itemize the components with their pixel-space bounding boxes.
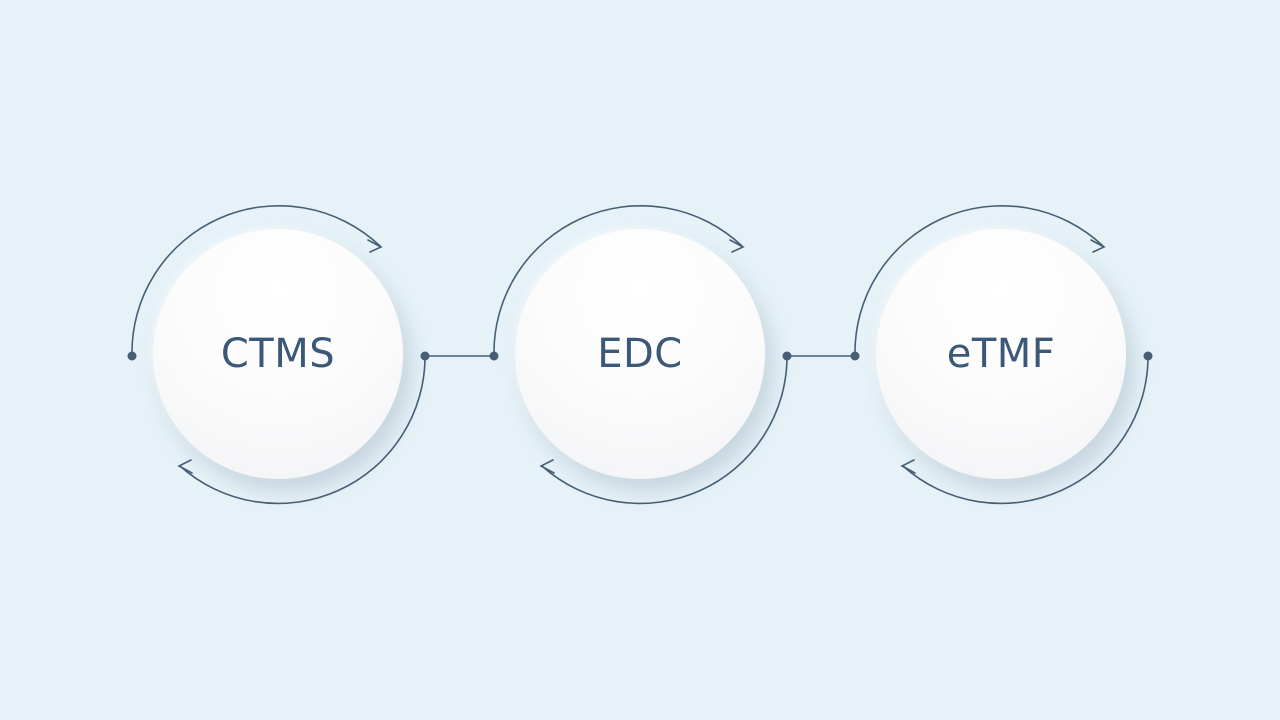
- arc-lower-ctms: [179, 355, 426, 505]
- node-label-edc: EDC: [597, 331, 683, 377]
- arc-lower-edc: [541, 355, 788, 505]
- dot-edc-right: [782, 351, 792, 361]
- arc-upper-edc: [493, 205, 743, 357]
- node-ctms: CTMS: [153, 229, 403, 479]
- dot-edc-left: [489, 351, 499, 361]
- dot-ctms-right: [420, 351, 430, 361]
- endpoint-dots: [127, 351, 1153, 361]
- node-label-ctms: CTMS: [220, 331, 336, 377]
- arrowhead-lower-edc: [539, 459, 555, 474]
- arrowhead-upper-edc: [729, 239, 745, 253]
- cycle-arcs-etmf: [854, 205, 1149, 505]
- cycle-arcs-edc: [493, 205, 788, 505]
- dot-etmf-right: [1143, 351, 1153, 361]
- dot-etmf-left: [850, 351, 860, 361]
- arrowhead-upper-ctms: [367, 239, 383, 253]
- arrowhead-upper-etmf: [1090, 239, 1106, 253]
- dot-ctms-left: [127, 351, 137, 361]
- arc-lower-etmf: [902, 355, 1149, 505]
- node-etmf: eTMF: [876, 229, 1126, 479]
- node-edc: EDC: [515, 229, 765, 479]
- arrowhead-lower-etmf: [900, 459, 916, 474]
- cycle-arcs-ctms: [131, 205, 426, 505]
- node-label-etmf: eTMF: [946, 331, 1056, 377]
- arrowhead-lower-ctms: [177, 459, 193, 474]
- arc-upper-ctms: [131, 205, 381, 357]
- arc-upper-etmf: [854, 205, 1104, 357]
